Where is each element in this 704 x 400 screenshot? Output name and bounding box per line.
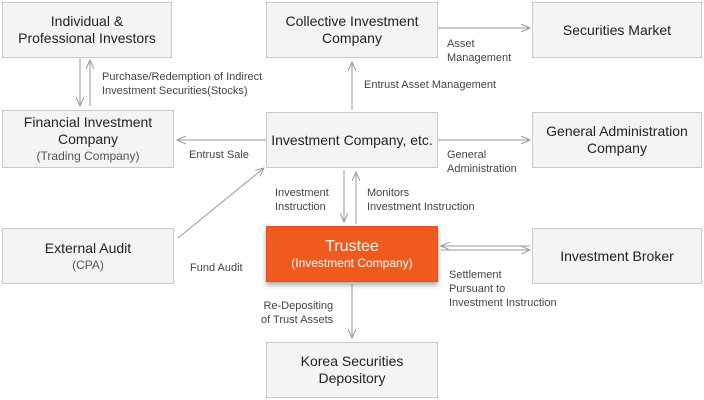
node-subtitle: (CPA): [72, 257, 104, 272]
node-external-audit: External Audit (CPA): [2, 228, 174, 284]
node-securities-market: Securities Market: [532, 2, 702, 58]
node-investment-broker: Investment Broker: [532, 228, 702, 284]
label-entrust-asset-management: Entrust Asset Management: [364, 79, 497, 91]
node-title: External Audit: [44, 239, 132, 256]
node-title: Financial Investment Company: [23, 114, 153, 147]
label-monitors-investment-instruction: Monitors Investment Instruction: [367, 187, 475, 213]
label-settlement: Settlement Pursuant to Investment Instru…: [449, 269, 557, 309]
node-subtitle: (Trading Company): [36, 149, 140, 163]
node-title: Securities Market: [562, 21, 672, 38]
node-financial-investment-company: Financial Investment Company (Trading Co…: [2, 110, 174, 168]
node-title: Investment Company, etc.: [271, 131, 433, 148]
label-entrust-sale: Entrust Sale: [189, 149, 249, 161]
node-trustee: Trustee (Investment Company): [266, 226, 438, 282]
label-re-depositing: Re-Depositing of Trust Assets: [261, 300, 334, 326]
node-title: Trustee: [325, 237, 379, 255]
label-fund-audit: Fund Audit: [190, 262, 243, 274]
node-subtitle: (Investment Company): [291, 255, 413, 270]
label-purchase-redemption: Purchase/Redemption of Indirect Investme…: [102, 71, 263, 97]
node-title: Collective Investment Company: [285, 13, 419, 46]
arrow-audit-to-investment: [177, 168, 264, 239]
node-korea-securities-depository: Korea Securities Depository: [266, 342, 438, 398]
label-asset-management: Asset Management: [447, 38, 512, 64]
node-title: Korea Securities Depository: [300, 353, 404, 386]
node-collective-investment-company: Collective Investment Company: [266, 2, 438, 58]
node-investment-company: Investment Company, etc.: [266, 112, 438, 168]
node-general-administration-company: General Administration Company: [532, 112, 702, 168]
node-investors: Individual & Professional Investors: [2, 2, 172, 58]
node-title: General Administration Company: [546, 123, 688, 156]
label-investment-instruction: Investment Instruction: [275, 187, 329, 213]
label-general-administration: General Administration: [447, 149, 517, 175]
node-title: Individual & Professional Investors: [18, 13, 156, 46]
node-title: Investment Broker: [560, 247, 674, 264]
